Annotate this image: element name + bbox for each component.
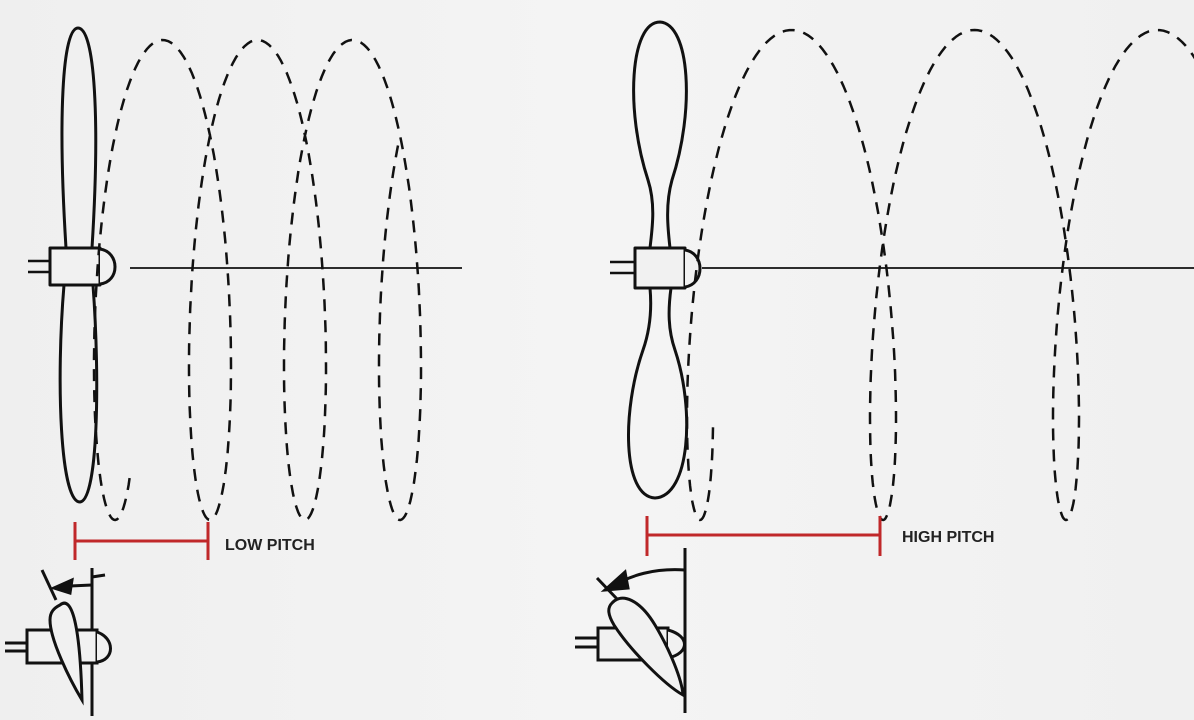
propeller-blade-upper	[632, 20, 688, 250]
high-pitch-propeller	[610, 20, 1194, 500]
low-pitch-marker	[73, 522, 210, 560]
low-pitch-helix	[92, 38, 423, 522]
propeller-hub	[48, 246, 102, 287]
high-pitch-blade-angle-inset	[575, 548, 687, 713]
propeller-shaft	[28, 259, 50, 274]
propeller-blade-lower	[627, 286, 689, 500]
low-pitch-blade-angle-inset	[5, 568, 112, 716]
high-pitch-label: HIGH PITCH	[902, 529, 995, 546]
propeller-spinner	[99, 247, 117, 286]
high-pitch-marker	[645, 516, 882, 556]
propeller-blade-upper	[60, 26, 98, 250]
propeller-blade-lower	[58, 283, 99, 504]
propeller-hub	[633, 246, 687, 290]
low-pitch-label: LOW PITCH	[225, 537, 315, 554]
propeller-shaft	[610, 260, 635, 275]
high-pitch-helix	[685, 28, 1194, 522]
low-pitch-propeller	[28, 26, 462, 504]
